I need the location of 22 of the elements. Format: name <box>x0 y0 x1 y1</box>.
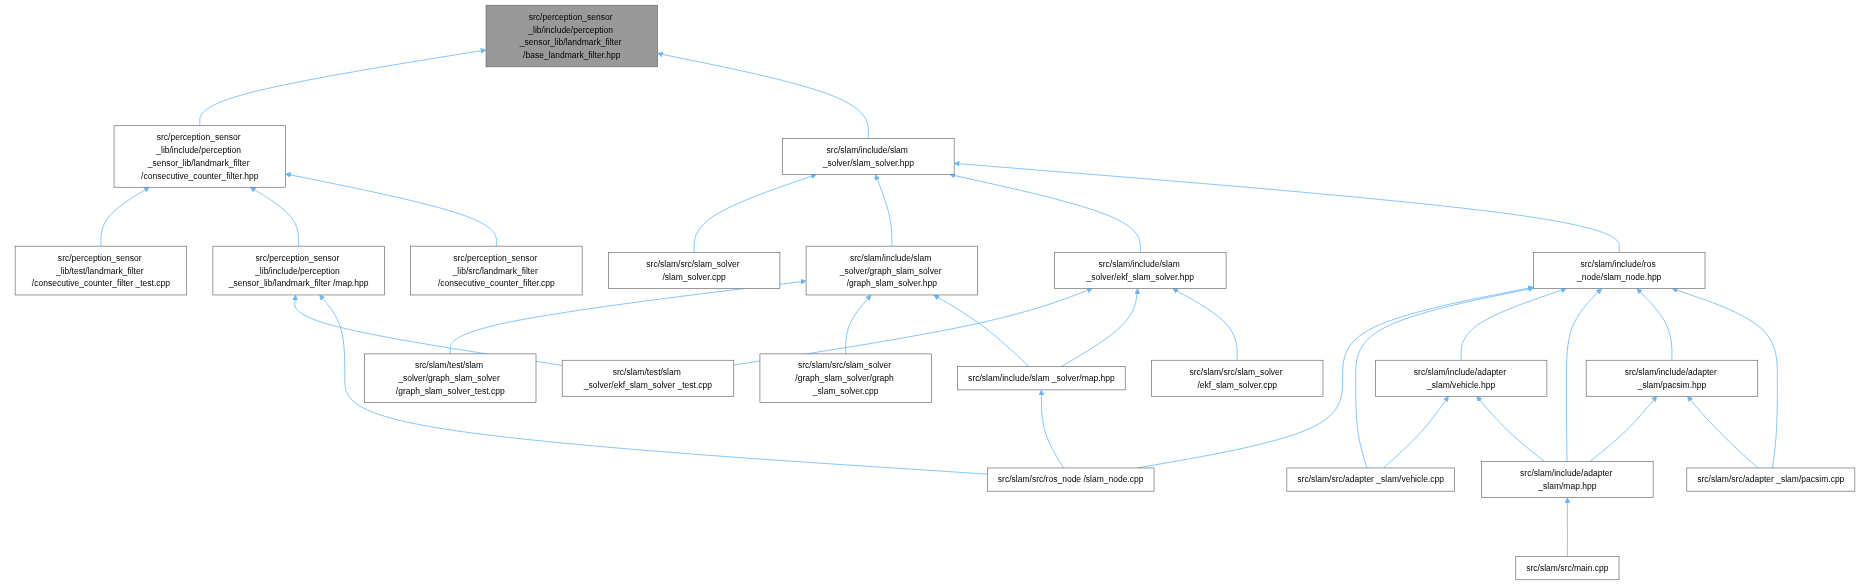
node-box: src/slam/include/adapter _slam/pacsim.hpp <box>1585 359 1759 397</box>
node-box: src/slam/include/slam _solver/graph_slam_solver /graph_slam_solver.hpp <box>805 245 978 296</box>
node-box: src/slam/src/ros_node /slam_node.cpp <box>987 467 1155 492</box>
node-box: src/slam/include/adapter _slam/map.hpp <box>1481 461 1654 498</box>
node-box: src/perception_sensor _lib/include/perception _sensor_lib/landmark_filter /base_landmark_filter.hpp <box>485 4 658 68</box>
node-box: src/slam/include/ros _node/slam_node.hpp <box>1533 252 1706 289</box>
node-box: src/slam/src/slam_solver /ekf_slam_solver.cpp <box>1151 359 1324 397</box>
node-box: src/perception_sensor _lib/include/perception _sensor_lib/landmark_filter /map.hpp <box>212 245 385 296</box>
node-box: src/slam/src/main.cpp <box>1515 556 1620 581</box>
node-box: src/slam/src/adapter _slam/pacsim.cpp <box>1686 467 1856 492</box>
node-box: src/slam/include/adapter _slam/vehicle.hpp <box>1375 359 1548 397</box>
node-box: src/slam/test/slam _solver/graph_slam_solver /graph_slam_solver_test.cpp <box>364 353 537 403</box>
node-box: src/perception_sensor _lib/include/perception _sensor_lib/landmark_filter /consecutive_counter_filter.hpp <box>113 125 286 188</box>
node-box: src/slam/test/slam _solver/ekf_slam_solver _test.cpp <box>561 359 735 397</box>
node-box: src/slam/src/adapter _slam/vehicle.cpp <box>1286 467 1455 492</box>
node-box: src/slam/include/slam _solver/map.hpp <box>957 366 1126 391</box>
node-box: src/perception_sensor _lib/src/landmark_filter /consecutive_counter_filter.cpp <box>410 245 583 296</box>
node-box: src/slam/src/slam_solver /graph_slam_solver/graph _slam_solver.cpp <box>759 353 932 403</box>
node-box: src/perception_sensor _lib/test/landmark_filter /consecutive_counter_filter _test.cpp <box>14 245 188 296</box>
node-box: src/slam/include/slam _solver/slam_solver.hpp <box>782 138 955 175</box>
node-box: src/slam/include/slam _solver/ekf_slam_solver.hpp <box>1054 252 1227 289</box>
node-box: src/slam/src/slam_solver /slam_solver.cpp <box>608 252 781 289</box>
